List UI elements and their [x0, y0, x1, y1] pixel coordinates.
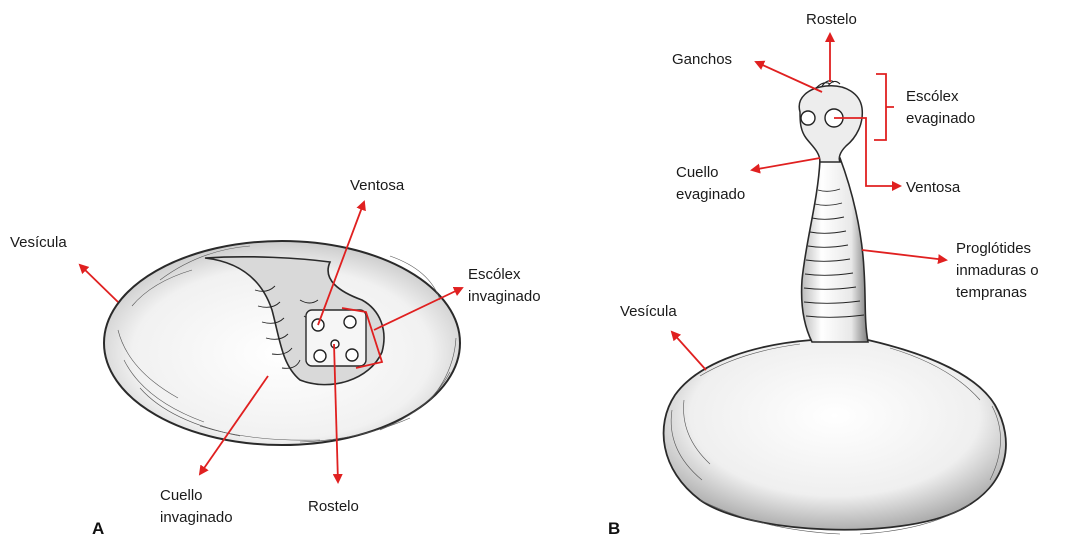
- panel-letter-a: A: [92, 519, 104, 538]
- label-ventosa-b: Ventosa: [906, 179, 961, 196]
- arrow-cuello-b: [752, 158, 820, 170]
- label-escolex-a-line1: Escólex: [468, 266, 521, 283]
- evaginated-neck-and-strobila: [802, 158, 868, 342]
- arrow-vesicula-a: [80, 265, 118, 302]
- label-proglotides-b-line2: inmaduras o: [956, 262, 1039, 279]
- label-vesicula-a: Vesícula: [10, 234, 67, 251]
- arrow-vesicula-b: [672, 332, 706, 370]
- label-cuello-b-line2: evaginado: [676, 186, 745, 203]
- label-proglotides-b-line1: Proglótides: [956, 240, 1031, 257]
- escolex-brace-b: [874, 74, 894, 140]
- label-proglotides-b-line3: tempranas: [956, 284, 1027, 301]
- panel-a-drawing: [104, 241, 460, 445]
- panel-letter-b: B: [608, 519, 620, 538]
- label-escolex-a-line2: invaginado: [468, 288, 541, 305]
- label-rostelo-a: Rostelo: [308, 498, 359, 515]
- label-ventosa-a: Ventosa: [350, 177, 405, 194]
- panel-b-drawing: [664, 74, 1006, 534]
- label-escolex-b-line1: Escólex: [906, 88, 959, 105]
- arrow-ganchos-b: [756, 62, 822, 92]
- label-escolex-b-line2: evaginado: [906, 110, 975, 127]
- label-cuello-a-line2: invaginado: [160, 509, 233, 526]
- arrow-proglotides-b: [862, 250, 946, 260]
- vesicle-b: [664, 340, 1006, 530]
- label-ganchos-b: Ganchos: [672, 51, 732, 68]
- label-cuello-a-line1: Cuello: [160, 487, 203, 504]
- label-rostelo-b: Rostelo: [806, 11, 857, 28]
- label-cuello-b-line1: Cuello: [676, 164, 719, 181]
- label-vesicula-b: Vesícula: [620, 303, 677, 320]
